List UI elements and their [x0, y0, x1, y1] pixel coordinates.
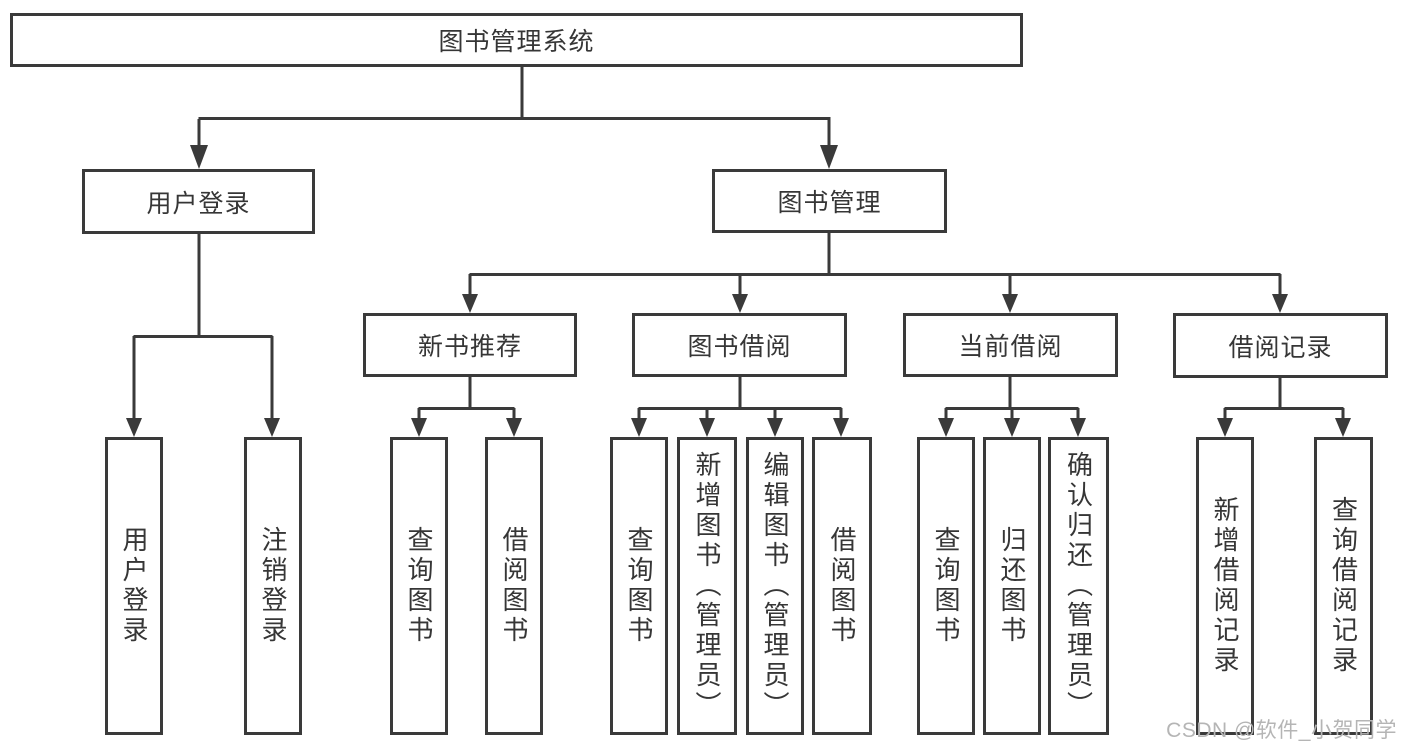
leaf-label: 借阅图书 [499, 526, 529, 646]
node-book-management-branch: 图书管理 [712, 169, 947, 233]
leaf-label: 新增借阅记录 [1210, 496, 1240, 676]
node-library-management-system: 图书管理系统 [10, 13, 1023, 67]
arrowhead [411, 418, 427, 437]
leaf-add-book-admin: 新增图书（管理员） [677, 437, 737, 735]
connector-new-book-rec-to-leaves [411, 377, 522, 437]
connector-book-mgmt-to-level2 [462, 233, 1288, 313]
leaf-label: 新增图书（管理员） [692, 451, 722, 721]
node-label: 当前借阅 [958, 333, 1063, 361]
leaf-label: 编辑图书（管理员） [760, 451, 790, 721]
node-label: 图书管理 [777, 189, 882, 217]
leaf-return-books: 归还图书 [983, 437, 1041, 735]
leaf-label: 确认归还（管理员） [1063, 451, 1094, 721]
leaf-label: 查询借阅记录 [1328, 496, 1359, 676]
leaf-query-books-recommend: 查询图书 [390, 437, 448, 735]
arrowhead [126, 418, 142, 437]
leaf-label: 借阅图书 [827, 526, 857, 646]
connector-user-login-to-leaves [126, 234, 280, 437]
leaf-label: 查询图书 [624, 526, 654, 646]
node-label: 图书借阅 [687, 333, 792, 361]
arrowhead [938, 418, 954, 437]
arrowhead [1004, 418, 1020, 437]
arrowhead [1002, 294, 1018, 313]
leaf-label: 归还图书 [997, 526, 1027, 646]
node-new-book-recommend: 新书推荐 [363, 313, 577, 377]
node-label: 新书推荐 [417, 333, 522, 361]
connector-current-borrow-to-leaves [938, 377, 1086, 437]
arrowhead [1335, 418, 1351, 437]
arrowhead [820, 145, 838, 169]
arrowhead [1217, 418, 1233, 437]
leaf-label: 用户登录 [119, 526, 149, 646]
node-label: 图书管理系统 [438, 28, 595, 56]
leaf-borrow-books: 借阅图书 [812, 437, 872, 735]
leaf-edit-book-admin: 编辑图书（管理员） [746, 437, 804, 735]
arrowhead [264, 418, 280, 437]
leaf-label: 注销登录 [258, 526, 288, 646]
arrowhead [1272, 294, 1288, 313]
leaf-add-borrow-record: 新增借阅记录 [1196, 437, 1254, 735]
node-label: 用户登录 [146, 189, 251, 218]
node-current-borrowing: 当前借阅 [903, 313, 1118, 377]
leaf-user-login: 用户登录 [105, 437, 163, 735]
arrowhead [732, 294, 748, 313]
arrowhead [699, 418, 715, 437]
leaf-confirm-return-admin: 确认归还（管理员） [1048, 437, 1109, 735]
arrowhead [506, 418, 522, 437]
connector-borrow-record-to-leaves [1217, 377, 1351, 437]
node-label: 借阅记录 [1228, 333, 1333, 362]
arrowhead [833, 418, 849, 437]
connector-book-borrow-to-leaves [631, 377, 849, 437]
leaf-label: 查询图书 [931, 526, 961, 646]
arrowhead [462, 294, 478, 313]
leaf-label: 查询图书 [404, 526, 434, 646]
node-borrowing-records: 借阅记录 [1173, 313, 1388, 378]
leaf-logout: 注销登录 [244, 437, 302, 735]
arrowhead [631, 418, 647, 437]
connector-root-to-level1 [190, 67, 838, 169]
leaf-borrow-books-recommend: 借阅图书 [485, 437, 543, 735]
leaf-query-books-borrow: 查询图书 [610, 437, 668, 735]
arrowhead [767, 418, 783, 437]
leaf-query-books-current: 查询图书 [917, 437, 975, 735]
arrowhead [1070, 418, 1086, 437]
arrowhead [190, 145, 208, 169]
node-user-login-branch: 用户登录 [82, 169, 315, 234]
csdn-watermark: CSDN @软件_小贺同学 [1166, 719, 1397, 742]
leaf-query-borrow-record: 查询借阅记录 [1314, 437, 1373, 735]
node-book-borrowing: 图书借阅 [632, 313, 847, 377]
